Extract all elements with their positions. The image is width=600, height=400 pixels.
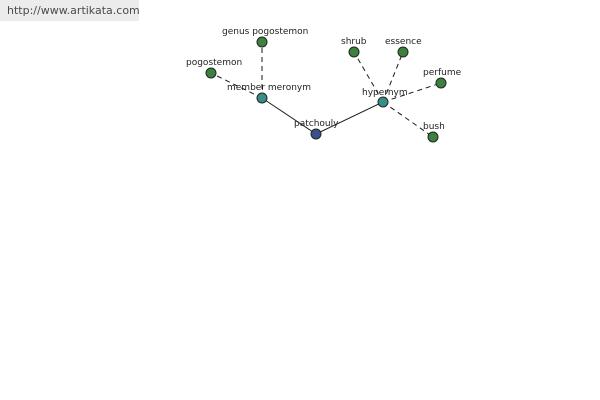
label-pogostemon: pogostemon xyxy=(186,58,242,68)
edge-patchouly-hypernym xyxy=(315,101,384,135)
edge-hypernym-perfume xyxy=(382,82,442,103)
label-perfume: perfume xyxy=(423,68,462,78)
label-patchouly: patchouly xyxy=(294,119,339,129)
edge-patchouly-member-meronym xyxy=(261,97,317,135)
label-member-meronym: member meronym xyxy=(227,83,311,93)
node-hypernym[interactable] xyxy=(377,96,389,108)
node-pogostemon[interactable] xyxy=(205,67,217,79)
node-perfume[interactable] xyxy=(435,77,447,89)
graph-nodes xyxy=(205,36,447,143)
graph-labels: patchouly member meronym hypernym genus pog… xyxy=(186,27,462,132)
node-bush[interactable] xyxy=(427,131,439,143)
edge-hypernym-bush xyxy=(382,101,434,138)
node-essence[interactable] xyxy=(397,46,409,58)
edge-member-meronym-pogostemon xyxy=(210,72,263,99)
graph-edges xyxy=(210,42,442,138)
node-member-meronym[interactable] xyxy=(256,92,268,104)
label-genus-pogostemon: genus pogostemon xyxy=(222,27,308,37)
label-bush: bush xyxy=(423,122,445,132)
label-shrub: shrub xyxy=(341,37,367,47)
label-hypernym: hypernym xyxy=(362,88,408,98)
source-url-link[interactable]: http://www.artikata.com xyxy=(0,0,140,21)
label-essence: essence xyxy=(385,37,422,47)
node-shrub[interactable] xyxy=(348,46,360,58)
node-patchouly[interactable] xyxy=(310,128,322,140)
node-genus-pogostemon[interactable] xyxy=(256,36,268,48)
edge-hypernym-shrub xyxy=(353,51,384,103)
